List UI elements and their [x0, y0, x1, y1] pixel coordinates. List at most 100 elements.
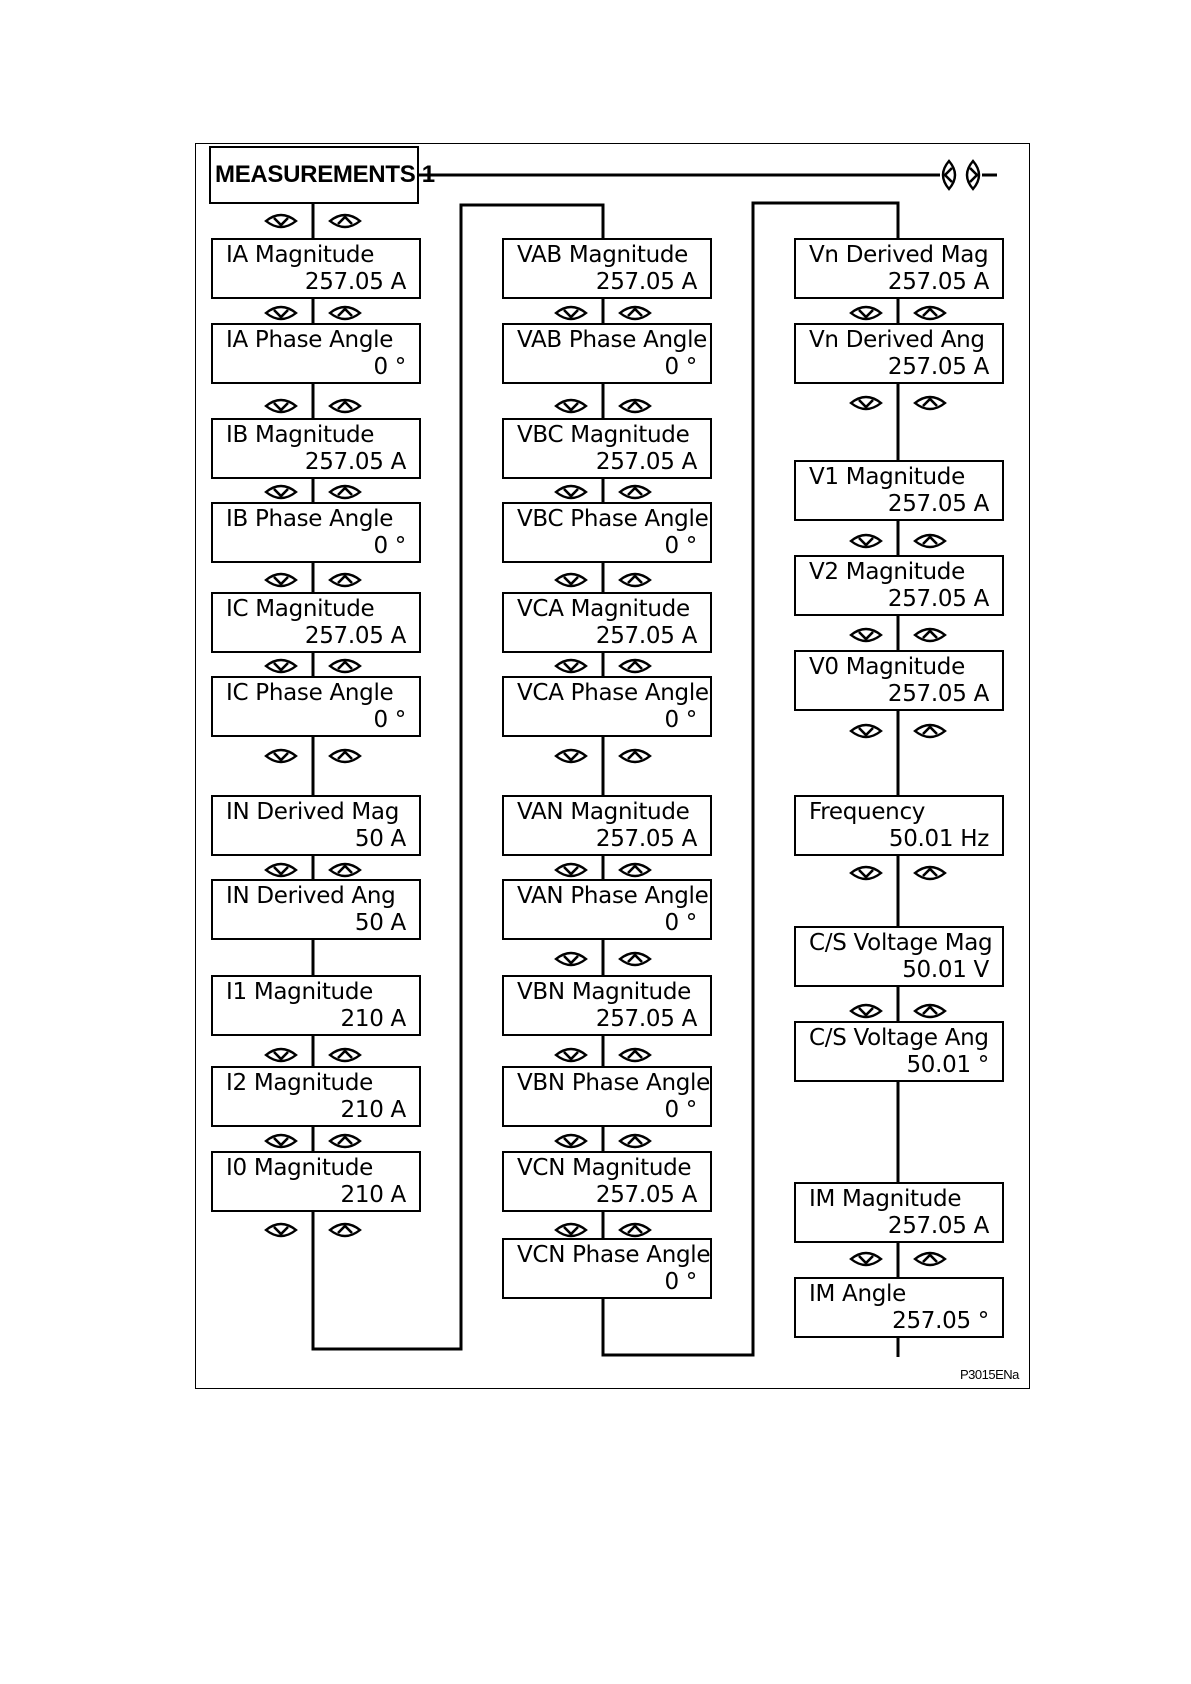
cell-label: VBC Magnitude	[517, 422, 690, 448]
down-arrow-key-icon	[264, 398, 298, 414]
up-arrow-key-icon	[618, 484, 652, 500]
cell-label: V1 Magnitude	[809, 464, 965, 490]
up-arrow-key-icon	[328, 1133, 362, 1149]
down-arrow-key-icon	[554, 398, 588, 414]
up-arrow-key-icon	[328, 484, 362, 500]
up-arrow-key-icon	[328, 213, 362, 229]
down-arrow-key-icon	[554, 951, 588, 967]
down-arrow-key-icon	[554, 572, 588, 588]
up-arrow-key-icon	[913, 865, 947, 881]
down-arrow-key-icon	[554, 658, 588, 674]
up-arrow-key-icon	[328, 398, 362, 414]
down-arrow-key-icon	[264, 572, 298, 588]
cell-label: VAN Magnitude	[517, 799, 690, 825]
up-arrow-key-icon	[913, 723, 947, 739]
down-arrow-key-icon	[849, 1003, 883, 1019]
down-arrow-key-icon	[264, 862, 298, 878]
cell-value: 0 °	[664, 1097, 697, 1123]
cell-value: 50.01 V	[902, 957, 989, 983]
cell-value: 257.05 A	[887, 269, 989, 295]
cell-label: VCA Magnitude	[517, 596, 690, 622]
up-arrow-key-icon	[618, 1222, 652, 1238]
up-arrow-key-icon	[618, 572, 652, 588]
up-arrow-key-icon	[913, 627, 947, 643]
cell-value: 257.05 A	[595, 449, 697, 475]
down-arrow-key-icon	[849, 395, 883, 411]
down-arrow-key-icon	[849, 627, 883, 643]
figure-frame	[195, 143, 1030, 1389]
up-arrow-key-icon	[618, 398, 652, 414]
cell-label: IA Phase Angle	[226, 327, 394, 353]
down-arrow-key-icon	[264, 213, 298, 229]
cell-label: VAB Magnitude	[517, 242, 689, 268]
up-arrow-key-icon	[328, 305, 362, 321]
cell-value: 210 A	[340, 1097, 407, 1123]
cell-label: V0 Magnitude	[809, 654, 965, 680]
cell-label: I0 Magnitude	[226, 1155, 373, 1181]
cell-value: 0 °	[373, 707, 406, 733]
up-arrow-key-icon	[618, 305, 652, 321]
cell-label: IC Magnitude	[226, 596, 375, 622]
down-arrow-key-icon	[849, 723, 883, 739]
up-arrow-key-icon	[913, 395, 947, 411]
cell-value: 257.05 A	[304, 269, 406, 295]
cell-value: 257.05 A	[595, 269, 697, 295]
cell-label: IM Angle	[809, 1281, 906, 1307]
cell-value: 0 °	[664, 910, 697, 936]
cell-label: VCA Phase Angle	[517, 680, 709, 706]
cell-value: 0 °	[664, 707, 697, 733]
cell-label: VCN Magnitude	[517, 1155, 692, 1181]
cell-value: 257.05 A	[595, 623, 697, 649]
cell-label: IC Phase Angle	[226, 680, 394, 706]
up-arrow-key-icon	[328, 748, 362, 764]
up-arrow-key-icon	[328, 1047, 362, 1063]
cell-value: 257.05 A	[595, 1182, 697, 1208]
cell-value: 210 A	[340, 1182, 407, 1208]
cell-value: 257.05 A	[887, 586, 989, 612]
cell-label: I2 Magnitude	[226, 1070, 373, 1096]
up-arrow-key-icon	[328, 572, 362, 588]
up-arrow-key-icon	[328, 658, 362, 674]
cell-value: 257.05 °	[892, 1308, 989, 1334]
cell-label: IB Phase Angle	[226, 506, 394, 532]
cell-label: IN Derived Mag	[226, 799, 400, 825]
up-arrow-key-icon	[618, 951, 652, 967]
down-arrow-key-icon	[554, 305, 588, 321]
up-arrow-key-icon	[913, 533, 947, 549]
down-arrow-key-icon	[264, 305, 298, 321]
cell-value: 0 °	[664, 533, 697, 559]
